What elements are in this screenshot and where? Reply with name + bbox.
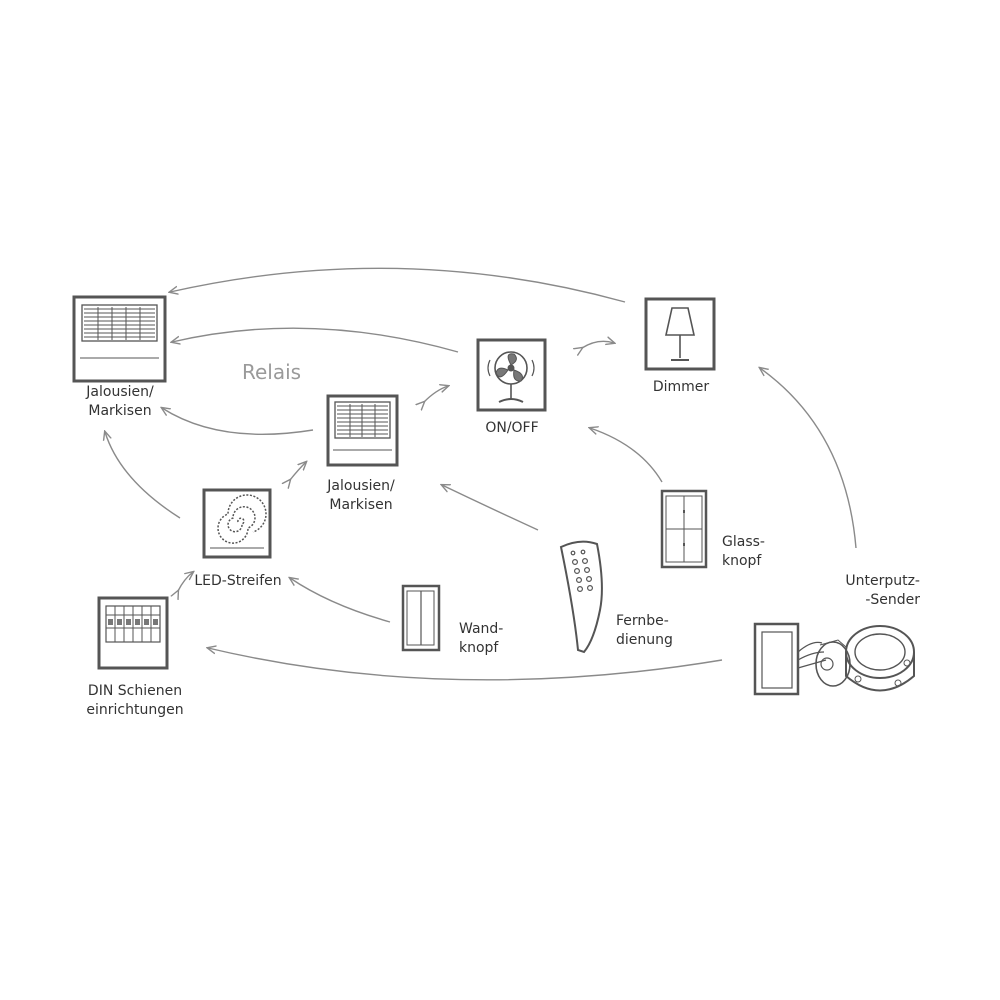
led-label: LED-Streifen — [194, 573, 282, 589]
arrow-led-din-bidirectional — [178, 572, 193, 591]
unterputz-label-line1: Unterputz- — [845, 573, 920, 589]
jalousien-left-label: Jalousien/ Markisen — [86, 383, 153, 421]
arrow-jalousien-onoff-bidirectional — [424, 386, 448, 402]
wandknopf-label-line1: Wand- — [459, 621, 504, 637]
fernbedienung-label: Fernbe- dienung — [616, 612, 673, 650]
wandknopf-label-line2: knopf — [459, 640, 499, 656]
jalousien-center-label-line1: Jalousien/ — [327, 478, 395, 494]
jalousien-center-label: Jalousien/ Markisen — [327, 477, 394, 515]
arrow-jalousien-center-to-jalousien-left — [162, 408, 314, 436]
jalousien-center-label-line2: Markisen — [329, 497, 393, 513]
fernbedienung-label-line1: Fernbe- — [616, 613, 669, 629]
blinds-icon — [326, 394, 399, 467]
fan-icon — [476, 338, 547, 412]
lamp-icon — [644, 297, 716, 371]
arrow-onoff-to-jalousien-left — [172, 327, 459, 353]
blinds-icon — [72, 295, 167, 383]
arrow-unterputz-to-dimmer — [760, 368, 857, 549]
arrow-glassknopf-to-onoff — [590, 428, 663, 483]
remote-control-icon — [559, 540, 603, 654]
fernbedienung-label-line2: dienung — [616, 632, 673, 648]
arrow-dimmer-to-jalousien-left — [170, 267, 626, 303]
jalousien-left-label-line2: Markisen — [88, 403, 152, 419]
wall-switch-icon — [401, 584, 441, 652]
arrow-unterputz-to-din — [208, 648, 723, 681]
onoff-label: ON/OFF — [485, 420, 539, 436]
unterputz-label: Unterputz- -Sender — [838, 572, 920, 610]
wandknopf-label: Wand- knopf — [459, 620, 503, 658]
arrow-fernbedienung-to-jalousien-center — [442, 485, 539, 531]
glass-switch-icon — [660, 489, 708, 569]
glassknopf-label-line2: knopf — [722, 553, 762, 569]
arrow-wandknopf-to-led — [290, 578, 391, 623]
jalousien-left-label-line1: Jalousien/ — [86, 384, 154, 400]
din-label: DIN Schienen einrichtungen — [86, 682, 183, 720]
relais-group-label: Relais — [242, 360, 302, 384]
din-label-line2: einrichtungen — [86, 702, 184, 718]
arrow-jalousien-led-bidirectional — [290, 462, 306, 480]
glassknopf-label-line1: Glass- — [722, 534, 765, 550]
led-strip-icon — [202, 488, 272, 559]
arrow-led-to-jalousien-left — [105, 432, 181, 519]
unterputz-label-line2: -Sender — [865, 592, 920, 608]
dimmer-label: Dimmer — [652, 379, 710, 395]
din-rail-icon — [97, 596, 169, 670]
flush-mount-transmitter-icon — [753, 622, 915, 696]
arrow-onoff-dimmer-bidirectional — [582, 341, 614, 348]
din-label-line1: DIN Schienen — [87, 683, 183, 699]
glassknopf-label: Glass- knopf — [722, 533, 765, 571]
